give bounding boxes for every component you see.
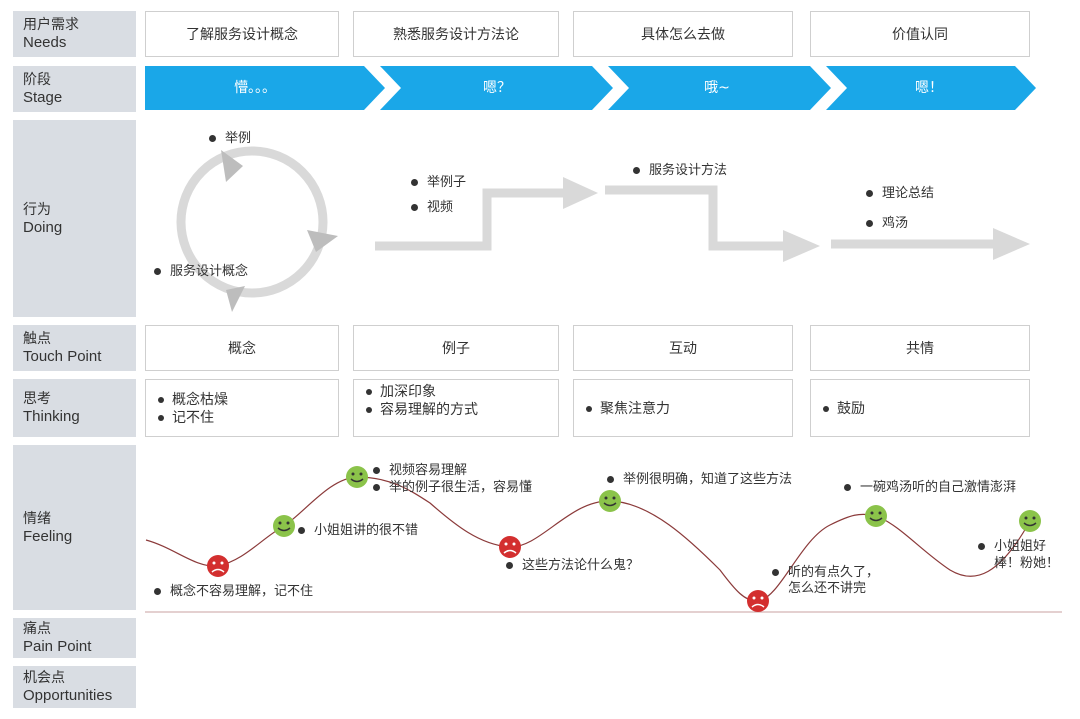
need-box-4: 价值认同 — [810, 11, 1030, 57]
doing-step2-item-2: 视频 — [411, 199, 453, 216]
happy-face-icon — [1019, 510, 1041, 532]
touch-box-1: 概念 — [145, 325, 339, 371]
feeling-label-zh: 情绪 — [23, 510, 51, 527]
needs-label-zh: 用户需求 — [23, 17, 79, 33]
row-label-pain: 痛点 Pain Point — [13, 618, 136, 658]
happy-face-icon — [346, 466, 368, 488]
feeling-note-7b: 怎么还不讲完 — [788, 581, 867, 596]
cycle-arrowhead-top — [221, 150, 243, 182]
row-label-feeling: 情绪 Feeling — [13, 445, 136, 610]
thinking-box-3: 聚焦注意力 — [573, 379, 793, 437]
feeling-note-5: 这些方法论什么鬼？ — [506, 557, 639, 574]
stage-text-4: 嗯！ — [915, 80, 943, 96]
need-box-2: 熟悉服务设计方法论 — [353, 11, 559, 57]
need-box-1: 了解服务设计概念 — [145, 11, 339, 57]
thinking-label-en: Thinking — [23, 408, 80, 425]
feeling-label-en: Feeling — [23, 527, 73, 545]
pain-label-en: Pain Point — [23, 638, 92, 655]
stage-chevron-2 — [380, 66, 613, 110]
touch-label-en: Touch Point — [23, 348, 102, 365]
doing-cycle-item-1: 举例 — [209, 130, 251, 147]
sad-face-icon — [207, 555, 229, 577]
thinking-box-1: 概念枯燥 记不住 — [145, 379, 339, 437]
stage-chevron-3 — [608, 66, 831, 110]
feeling-note-9b: 棒！粉她！ — [994, 556, 1060, 571]
stage-text-3: 哦~ — [704, 80, 730, 96]
feeling-note-7: 听的有点久了， — [772, 564, 879, 581]
opp-label-en: Opportunities — [23, 687, 113, 704]
row-label-touch: 触点 Touch Point — [13, 325, 136, 371]
stage-chevron-1 — [145, 66, 385, 110]
row-label-stage: 阶段 Stage — [13, 66, 136, 112]
row-label-thinking: 思考 Thinking — [13, 379, 136, 437]
doing-label-en: Doing — [23, 218, 63, 236]
cycle-circle — [176, 146, 328, 298]
doing-label-zh: 行为 — [23, 201, 51, 218]
feeling-note-4: 举的例子很生活，容易懂 — [373, 479, 532, 496]
row-label-needs: 用户需求 Needs — [13, 11, 136, 57]
feeling-note-1: 概念不容易理解，记不住 — [154, 583, 313, 600]
need-box-3: 具体怎么去做 — [573, 11, 793, 57]
cycle-arrowhead-bottom — [226, 286, 245, 312]
doing-step4-item-2: 鸡汤 — [866, 215, 908, 232]
feeling-note-2: 小姐姐讲的很不错 — [298, 522, 418, 539]
stage-label-en: Stage — [23, 89, 63, 106]
touch-box-4: 共情 — [810, 325, 1030, 371]
stage-label-zh: 阶段 — [23, 72, 51, 88]
thinking-1-item-2: 记不住 — [158, 409, 338, 427]
sad-face-icon — [747, 590, 769, 612]
thinking-label-zh: 思考 — [23, 391, 51, 407]
thinking-2-item-2: 容易理解的方式 — [366, 401, 558, 419]
row-label-opportunities: 机会点 Opportunities — [13, 666, 136, 708]
happy-face-icon — [599, 490, 621, 512]
step-arrow-3 — [605, 185, 785, 251]
thinking-box-4: 鼓励 — [810, 379, 1030, 437]
step-arrow-3-head — [783, 230, 820, 262]
feeling-note-8: 一碗鸡汤听的自己激情澎湃 — [844, 479, 1016, 496]
touch-label-zh: 触点 — [23, 331, 51, 347]
doing-step2-item-1: 举例子 — [411, 174, 466, 191]
feeling-note-3: 视频容易理解 — [373, 462, 467, 479]
doing-cycle-item-2: 服务设计概念 — [154, 263, 248, 280]
cycle-arrowhead-right — [307, 230, 338, 252]
thinking-4-item-1: 鼓励 — [823, 400, 1029, 418]
needs-label-en: Needs — [23, 34, 67, 51]
touch-box-2: 例子 — [353, 325, 559, 371]
step-arrow-2 — [375, 188, 565, 251]
thinking-1-item-1: 概念枯燥 — [158, 391, 338, 409]
thinking-box-2: 加深印象 容易理解的方式 — [353, 379, 559, 437]
thinking-3-item-1: 聚焦注意力 — [586, 400, 792, 418]
sad-face-icon — [499, 536, 521, 558]
step-arrow-4-head — [993, 228, 1030, 260]
doing-step3-item-1: 服务设计方法 — [633, 162, 727, 179]
touch-box-3: 互动 — [573, 325, 793, 371]
happy-face-icon — [865, 505, 887, 527]
stage-chevron-4 — [826, 66, 1036, 110]
doing-step4-item-1: 理论总结 — [866, 185, 934, 202]
stage-text-2: 嗯？ — [483, 80, 511, 96]
happy-face-icon — [273, 515, 295, 537]
row-label-doing: 行为 Doing — [13, 120, 136, 317]
feeling-note-6: 举例很明确，知道了这些方法 — [607, 471, 792, 488]
pain-label-zh: 痛点 — [23, 621, 51, 637]
opp-label-zh: 机会点 — [23, 670, 65, 686]
stage-text-1: 懵。。。 — [234, 80, 276, 96]
thinking-2-item-1: 加深印象 — [366, 383, 558, 401]
step-arrow-2-head — [563, 177, 598, 209]
feeling-note-9: 小姐姐好 — [978, 538, 1046, 555]
